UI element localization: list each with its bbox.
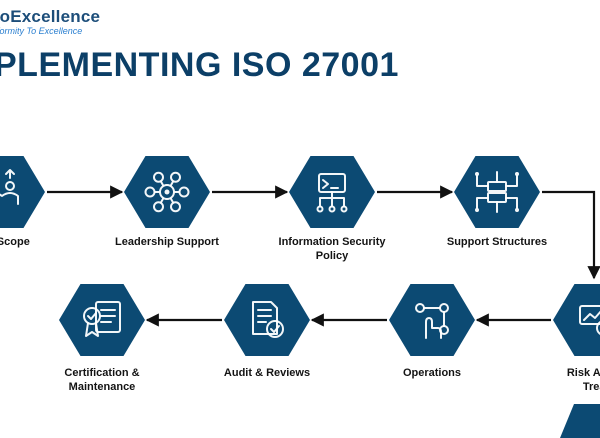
step-hexagon [454, 156, 540, 228]
step-hexagon [553, 284, 600, 356]
step-label-line: Policy [315, 250, 349, 262]
step-label-line: Risk Asses [566, 367, 600, 379]
step-label-line: Treat [582, 381, 600, 393]
partial-next-step-hexagon [560, 404, 600, 438]
gear-network-icon [144, 171, 190, 213]
step-label-line: Operations [402, 367, 462, 379]
step-hexagon [59, 284, 145, 356]
hexagon-shape [553, 284, 600, 356]
brand-logo: xoExcellence nformity To Excellence [0, 8, 100, 37]
step-label: Operations [367, 366, 497, 380]
people-growth-icon [0, 169, 19, 205]
step-label-line: Leadership Support [115, 236, 219, 248]
step-label: Support Structures [432, 235, 562, 249]
step-label-line: and Scope [0, 236, 30, 248]
step-label: Risk AssesTreat [531, 366, 600, 394]
document-check-icon [252, 301, 284, 338]
step-hexagon [124, 156, 210, 228]
security-policy-icon [316, 173, 348, 213]
step-label: Certification & Maintenance [37, 366, 167, 394]
page-title: PLEMENTING ISO 27001 [0, 46, 399, 84]
step-label: and Scope [0, 235, 67, 249]
step-label-line: Audit & Reviews [223, 367, 311, 379]
network-server-icon [475, 171, 519, 213]
flow-arrow [542, 190, 600, 280]
hexagon-shape [224, 284, 310, 356]
step-label-line: Information Security [278, 236, 386, 248]
hexagon-shape [59, 284, 145, 356]
brand-name: xoExcellence [0, 7, 101, 26]
step-hexagon [0, 156, 45, 228]
step-hexagon [289, 156, 375, 228]
workflow-touch-icon [415, 303, 449, 339]
step-hexagon [389, 284, 475, 356]
step-label-line: Maintenance [68, 381, 136, 393]
certificate-icon [83, 301, 121, 337]
step-label: Audit & Reviews [202, 366, 332, 380]
step-label-line: Support Structures [446, 236, 548, 248]
brand-tagline: nformity To Excellence [0, 26, 83, 36]
step-label: Leadership Support [102, 235, 232, 249]
risk-magnifier-icon [579, 305, 600, 335]
step-label-line: Certification & [64, 367, 140, 379]
hexagon-shape [0, 156, 45, 228]
step-hexagon [224, 284, 310, 356]
